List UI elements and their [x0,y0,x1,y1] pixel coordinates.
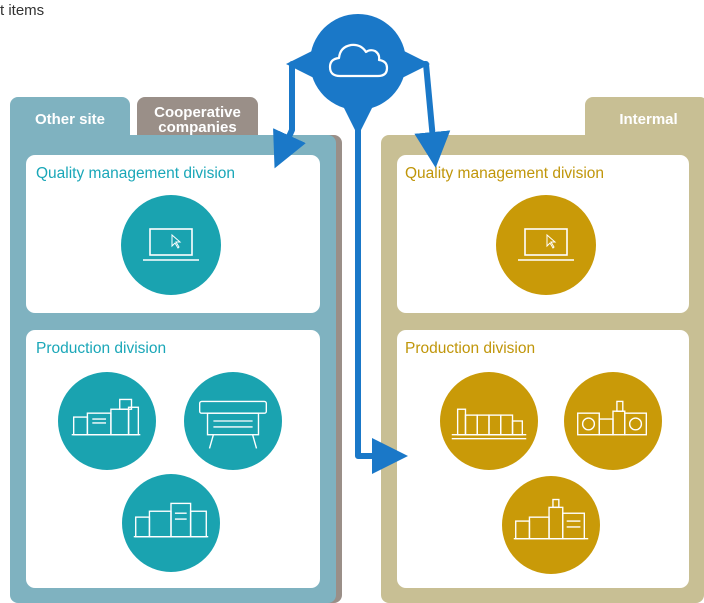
tab-cooperative-companies: Cooperative companies [137,97,258,142]
left-press-circle [58,372,156,470]
right-quality-card: Quality management division [397,155,689,313]
right-production-title: Production division [405,340,536,357]
left-digital-press-circle [122,474,220,572]
partial-header-text: t items [0,2,45,19]
right-quality-title: Quality management division [405,165,605,182]
digital-press-icon [133,502,209,538]
left-production-title: Production division [36,340,167,357]
left-quality-card: Quality management division [26,155,320,313]
cloud-circle [310,14,406,110]
laptop-icon [518,228,574,261]
offset-press-icon [451,408,527,440]
wide-format-printer-icon [198,400,268,449]
inkjet-press-icon [513,498,589,540]
right-production-card: Production division [397,330,689,588]
right-inkjet-press-circle [502,476,600,574]
left-wide-printer-circle [184,372,282,470]
right-laptop-circle [496,195,596,295]
tab-internal: Intermal [585,97,704,142]
right-offset-press-circle [440,372,538,470]
printing-press-icon [71,398,141,436]
left-quality-title: Quality management division [36,165,236,182]
tab-other-site: Other site [10,97,130,142]
laptop-icon [143,228,199,261]
label-press-icon [577,400,648,436]
cloud-icon [328,43,389,78]
left-production-card: Production division [26,330,320,588]
right-label-press-circle [564,372,662,470]
left-laptop-circle [121,195,221,295]
